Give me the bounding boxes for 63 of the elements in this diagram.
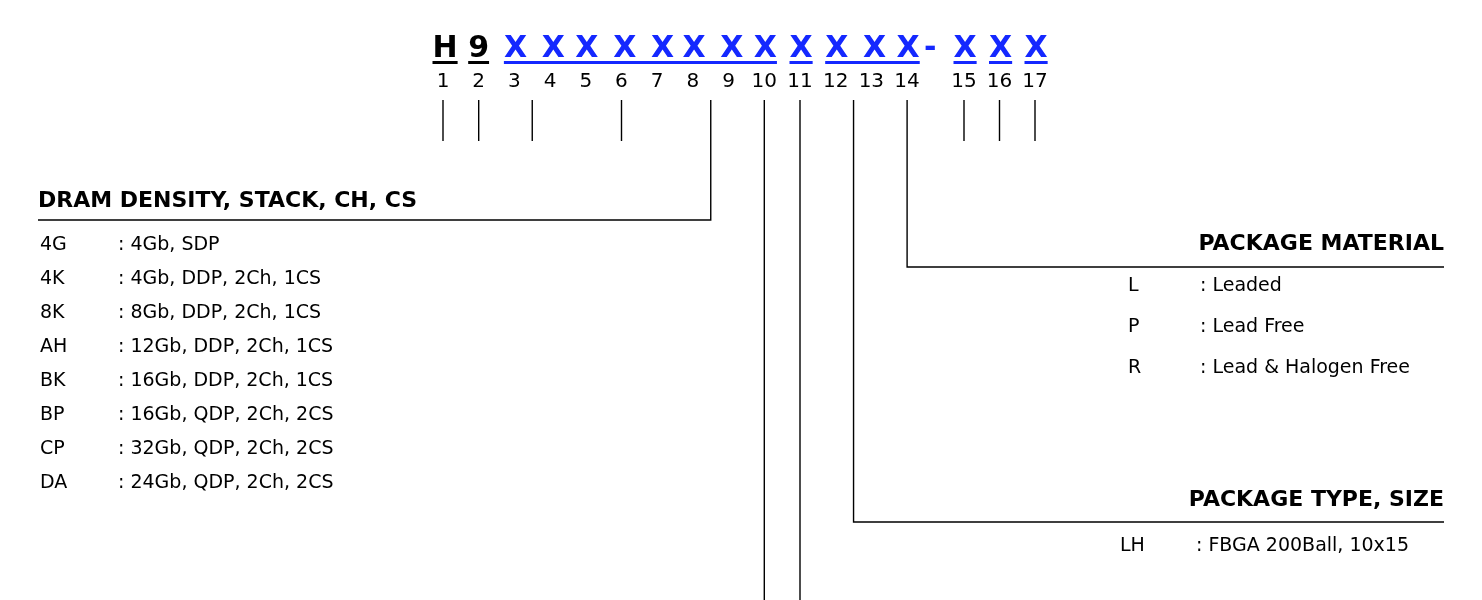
position-number: 15 bbox=[951, 68, 977, 92]
code-character: X bbox=[789, 28, 813, 66]
code-text: DA bbox=[40, 469, 68, 493]
code-text: P bbox=[1128, 313, 1140, 337]
position-number: 5 bbox=[579, 68, 593, 92]
description-text: : 16Gb, QDP, 2Ch, 2CS bbox=[118, 401, 334, 425]
leader-line bbox=[478, 99, 480, 142]
position-number: 1 bbox=[436, 68, 450, 92]
section-heading: PACKAGE MATERIAL bbox=[1198, 229, 1444, 257]
position-number: 6 bbox=[615, 68, 628, 92]
leader-line bbox=[963, 99, 965, 142]
code-text: BK bbox=[40, 367, 66, 391]
code-text: 8K bbox=[40, 299, 65, 323]
leader-line bbox=[37, 99, 712, 221]
description-text: : 4Gb, DDP, 2Ch, 1CS bbox=[118, 265, 322, 289]
position-number: 12 bbox=[822, 68, 849, 92]
section-heading: DRAM DENSITY, STACK, CH, CS bbox=[38, 186, 418, 214]
code-character: X bbox=[1024, 28, 1048, 66]
description-text: : FBGA 200Ball, 10x15 bbox=[1196, 532, 1409, 556]
code-text: AH bbox=[40, 333, 68, 357]
leader-line bbox=[531, 99, 533, 142]
code-text: CP bbox=[40, 435, 65, 459]
separator-dash: - bbox=[924, 28, 937, 66]
position-number: 4 bbox=[543, 68, 557, 92]
position-number: 2 bbox=[472, 68, 486, 92]
description-text: : 16Gb, DDP, 2Ch, 1CS bbox=[118, 367, 334, 391]
code-text: BP bbox=[40, 401, 65, 425]
position-number: 11 bbox=[787, 68, 813, 92]
code-text: 4G bbox=[40, 231, 67, 255]
position-number: 14 bbox=[894, 68, 920, 92]
leader-line bbox=[620, 99, 623, 142]
position-number: 10 bbox=[751, 68, 777, 92]
position-number: 8 bbox=[686, 68, 700, 92]
description-text: : 12Gb, DDP, 2Ch, 1CS bbox=[118, 333, 334, 357]
description-text: : 32Gb, QDP, 2Ch, 2CS bbox=[118, 435, 334, 459]
leader-line bbox=[763, 99, 765, 600]
description-text: : 8Gb, DDP, 2Ch, 1CS bbox=[118, 299, 322, 323]
leader-line bbox=[998, 99, 1001, 142]
code-text: LH bbox=[1120, 532, 1145, 556]
code-text: R bbox=[1128, 354, 1142, 378]
description-text: : 4Gb, SDP bbox=[118, 231, 220, 255]
code-character: X bbox=[953, 28, 977, 66]
leader-line bbox=[442, 99, 444, 142]
position-number: 7 bbox=[650, 68, 664, 92]
description-text: : Lead & Halogen Free bbox=[1200, 354, 1410, 378]
leader-line bbox=[906, 99, 1445, 268]
position-number: 3 bbox=[508, 68, 521, 92]
position-number: 17 bbox=[1022, 68, 1048, 92]
section-heading: PACKAGE TYPE, SIZE bbox=[1188, 485, 1444, 513]
description-text: : 24Gb, QDP, 2Ch, 2CS bbox=[118, 469, 334, 493]
code-character: X bbox=[989, 28, 1013, 66]
position-number: 16 bbox=[986, 68, 1013, 92]
code-text: 4K bbox=[40, 265, 65, 289]
description-text: : Leaded bbox=[1200, 272, 1282, 296]
position-number: 9 bbox=[722, 68, 735, 92]
leader-line bbox=[1034, 99, 1036, 142]
description-text: : Lead Free bbox=[1200, 313, 1305, 337]
code-text: L bbox=[1128, 272, 1139, 296]
code-character: 9 bbox=[468, 28, 490, 66]
position-number: 13 bbox=[858, 68, 885, 92]
code-character: H bbox=[432, 28, 458, 66]
leader-line bbox=[799, 99, 801, 600]
leader-line bbox=[852, 99, 1445, 523]
